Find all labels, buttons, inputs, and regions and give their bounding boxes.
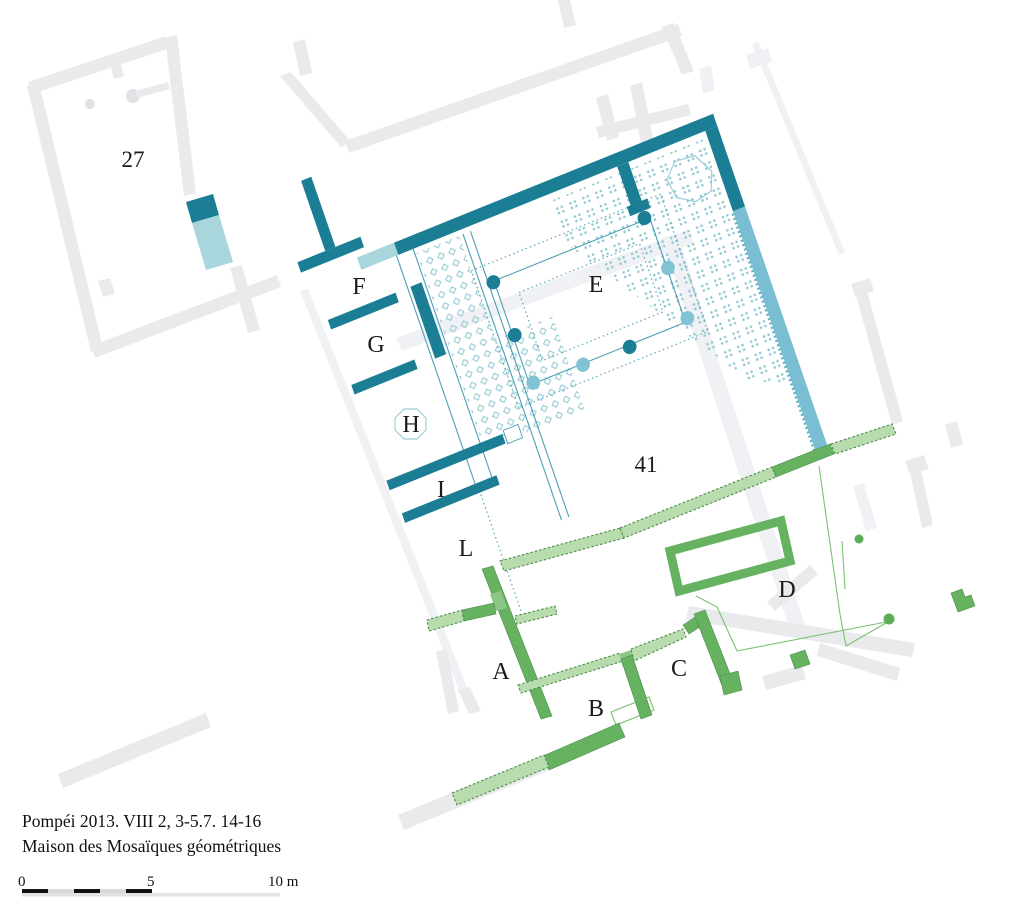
room-label-d: D [778, 577, 795, 603]
main-house-rotated-frame [297, 113, 831, 614]
caption-line-1: Pompéi 2013. VIII 2, 3-5.7. 14-16 [22, 811, 262, 831]
room-label-e: E [589, 272, 604, 298]
room-label-41: 41 [635, 452, 658, 477]
room-label-c: C [671, 656, 687, 682]
scale-bar-baseline [22, 893, 280, 897]
room-label-f: F [352, 274, 365, 300]
room-label-g: G [367, 332, 384, 358]
room-h-octagon [394, 408, 427, 440]
room-label-i: I [437, 477, 445, 503]
room-label-h: H [402, 412, 419, 438]
scale-label-0: 0 [18, 874, 26, 890]
green-walls [426, 423, 976, 806]
doorway-block-27 [186, 194, 233, 270]
scale-label-5: 5 [147, 874, 155, 890]
peristyle-columns [486, 210, 695, 390]
caption: Pompéi 2013. VIII 2, 3-5.7. 14-16 Maison… [22, 811, 281, 856]
room-label-a: A [492, 659, 510, 685]
room-label-b: B [588, 696, 604, 722]
scale-label-10: 10 m [268, 874, 299, 890]
garden-boundary-outline [610, 465, 895, 726]
cistern-outline [666, 154, 713, 203]
caption-line-2: Maison des Mosaïques géométriques [22, 836, 281, 856]
scale-bar: 0 5 10 m [18, 874, 299, 897]
teal-excavated-walls [297, 113, 831, 523]
room-labels: 27 F G H I L E 41 A B C D [122, 147, 796, 722]
room-label-l: L [459, 536, 474, 562]
basin-d-outline [664, 515, 796, 597]
room-label-27: 27 [122, 147, 145, 172]
